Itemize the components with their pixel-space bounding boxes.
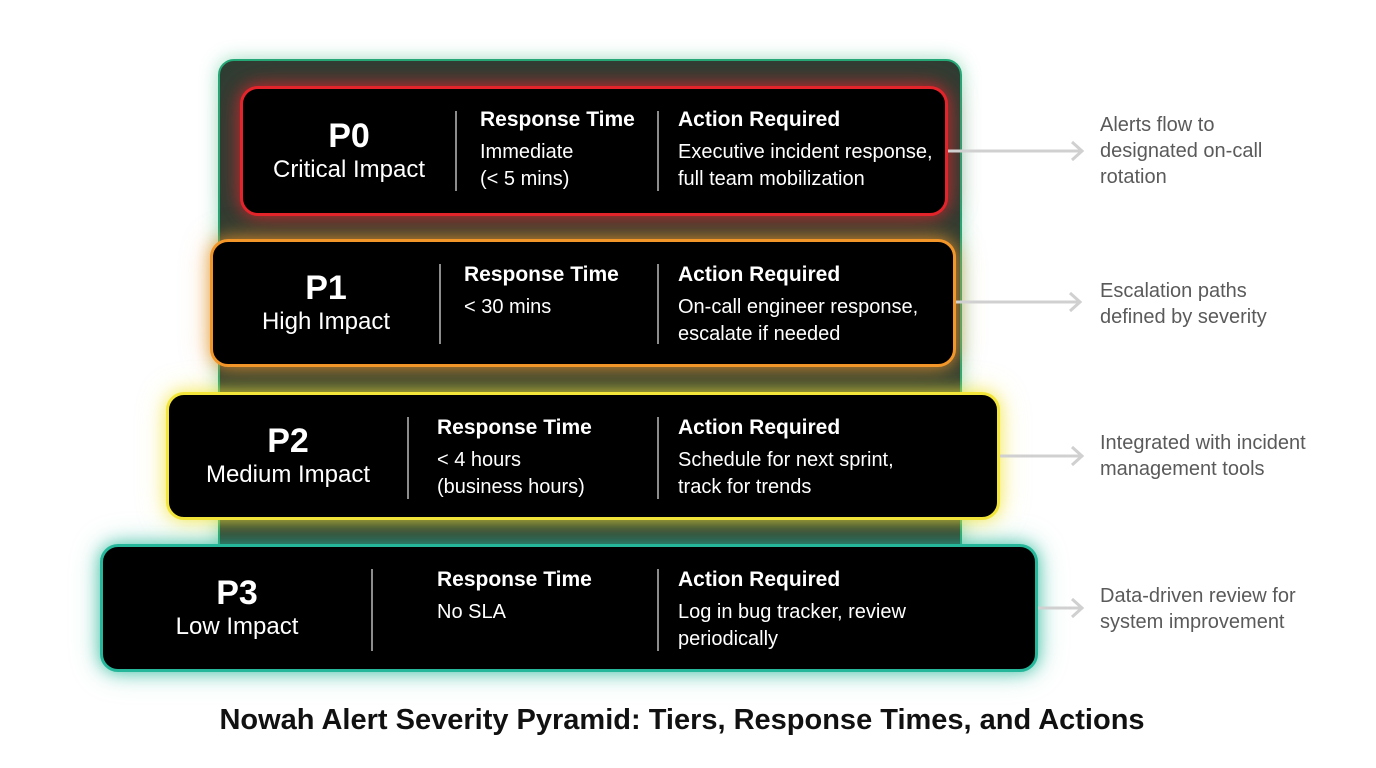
arrow-right-icon	[956, 291, 1083, 313]
response-title: Response Time	[437, 416, 592, 439]
response-text: Immediate (< 5 mins)	[480, 141, 574, 190]
tier-divider	[455, 111, 457, 191]
tier-code: P2	[267, 422, 309, 460]
response-text: < 4 hours (business hours)	[437, 449, 585, 498]
tier-p3: P3 Low Impact Response Time No SLA Actio…	[100, 544, 1038, 672]
response-text: No SLA	[437, 601, 506, 623]
response-title: Response Time	[480, 108, 635, 131]
tier-divider	[657, 569, 659, 651]
tier-divider	[657, 417, 659, 499]
tier-p1: P1 High Impact Response Time < 30 mins A…	[210, 239, 956, 367]
action-title: Action Required	[678, 568, 841, 591]
tier-level: P1 High Impact	[213, 242, 439, 364]
tier-impact: High Impact	[261, 308, 391, 335]
action-title: Action Required	[678, 108, 841, 131]
tier-impact: Critical Impact	[272, 156, 426, 183]
tier-p2: P2 Medium Impact Response Time < 4 hours…	[166, 392, 1000, 520]
response-text: < 30 mins	[464, 296, 552, 318]
tier-p0: P0 Critical Impact Response Time Immedia…	[240, 86, 948, 216]
tier-divider	[657, 111, 659, 191]
action-column: Action Required Log in bug tracker, revi…	[678, 567, 906, 653]
arrow-right-icon	[948, 140, 1085, 162]
action-column: Action Required Executive incident respo…	[678, 107, 933, 193]
response-column: Response Time Immediate (< 5 mins)	[480, 107, 635, 193]
tier-divider	[439, 264, 441, 344]
tier-divider	[371, 569, 373, 651]
tier-level: P3 Low Impact	[103, 547, 371, 669]
response-title: Response Time	[437, 568, 592, 591]
tier-note: Data-driven review for system improvemen…	[1100, 585, 1296, 633]
tier-note: Escalation paths defined by severity	[1100, 280, 1267, 328]
arrow-right-icon	[1038, 597, 1085, 619]
tier-impact: Low Impact	[175, 613, 299, 640]
tier-level: P0 Critical Impact	[243, 89, 455, 213]
response-column: Response Time < 4 hours (business hours)	[437, 415, 592, 501]
tier-note: Alerts flow to designated on-call rotati…	[1100, 114, 1263, 188]
action-text: Schedule for next sprint, track for tren…	[678, 449, 894, 498]
tier-code: P1	[305, 269, 347, 307]
action-column: Action Required On-call engineer respons…	[678, 262, 918, 348]
tier-divider	[657, 264, 659, 344]
tier-impact: Medium Impact	[205, 461, 371, 488]
tier-level: P2 Medium Impact	[169, 395, 407, 517]
action-column: Action Required Schedule for next sprint…	[678, 415, 894, 501]
action-text: Log in bug tracker, review periodically	[678, 601, 906, 650]
response-column: Response Time < 30 mins	[464, 262, 619, 321]
arrow-right-icon	[1000, 445, 1085, 467]
action-title: Action Required	[678, 416, 841, 439]
action-title: Action Required	[678, 263, 841, 286]
action-text: On-call engineer response, escalate if n…	[678, 296, 919, 345]
action-text: Executive incident response, full team m…	[678, 141, 933, 190]
tier-divider	[407, 417, 409, 499]
tier-note: Integrated with incident management tool…	[1100, 432, 1306, 480]
response-column: Response Time No SLA	[437, 567, 592, 626]
tier-code: P3	[216, 574, 258, 612]
response-title: Response Time	[464, 263, 619, 286]
tier-code: P0	[328, 117, 370, 155]
diagram-title: Nowah Alert Severity Pyramid: Tiers, Res…	[219, 704, 1145, 736]
